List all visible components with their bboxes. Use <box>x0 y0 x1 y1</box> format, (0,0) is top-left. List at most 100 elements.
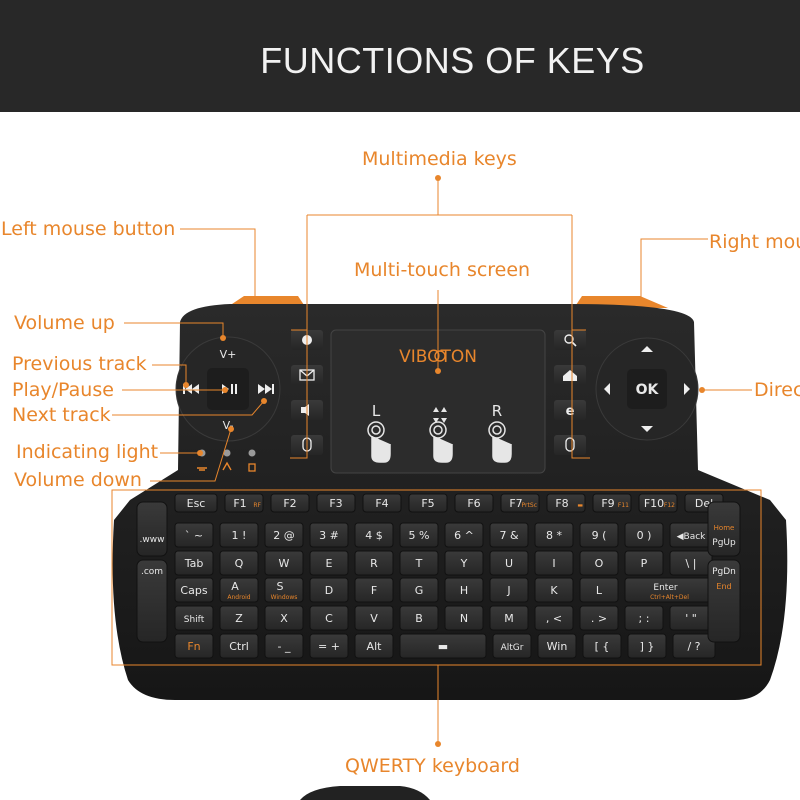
key-r0-k3[interactable] <box>316 493 356 513</box>
key-r5-k3[interactable] <box>309 633 349 659</box>
key-r2-k9[interactable] <box>579 550 619 576</box>
key-r5-k10[interactable] <box>672 633 716 659</box>
key-r1-k9[interactable] <box>579 522 619 548</box>
key-r3-k5[interactable] <box>399 577 439 603</box>
volume-down-key-label[interactable]: V- <box>223 419 234 432</box>
key-r3-k8[interactable] <box>534 577 574 603</box>
key-r1-k4[interactable] <box>354 522 394 548</box>
key-r1-k6[interactable] <box>444 522 484 548</box>
key-label-r1-k6: 6 ^ <box>454 529 474 542</box>
key-r4-k5[interactable] <box>399 605 439 631</box>
touch-left-label: L <box>372 402 381 420</box>
key-r5-k2[interactable] <box>264 633 304 659</box>
key-r4-k4[interactable] <box>354 605 394 631</box>
key-label-r1-k2: 2 @ <box>273 529 295 542</box>
key-r2-k7[interactable] <box>489 550 529 576</box>
key-r1-k3[interactable] <box>309 522 349 548</box>
key-r0-k9[interactable] <box>592 493 632 513</box>
key-r4-k1[interactable] <box>219 605 259 631</box>
key-r0-k1[interactable] <box>224 493 264 513</box>
key-label-r3-k5: G <box>415 584 424 597</box>
key-r1-k10[interactable] <box>624 522 664 548</box>
next-track-line <box>112 400 265 416</box>
key-r4-k9[interactable] <box>579 605 619 631</box>
key-r2-k5[interactable] <box>399 550 439 576</box>
key-r2-k1[interactable] <box>219 550 259 576</box>
indicating-light-label: Indicating light <box>16 441 159 463</box>
media-key-browser[interactable] <box>554 400 586 420</box>
page-title: FUNCTIONS OF KEYS <box>260 40 645 81</box>
key-r4-k0[interactable] <box>174 605 214 631</box>
side-key-home-label: Home <box>714 524 735 532</box>
side-key-www[interactable] <box>136 501 168 557</box>
key-r0-k6[interactable] <box>454 493 494 513</box>
key-r2-k0[interactable] <box>174 550 214 576</box>
key-r1-k0[interactable] <box>174 522 214 548</box>
side-key-pgup[interactable] <box>707 501 741 557</box>
right-media-keys: e <box>554 330 586 455</box>
previous-track-line <box>152 364 187 385</box>
key-r3-k4[interactable] <box>354 577 394 603</box>
key-r1-k7[interactable] <box>489 522 529 548</box>
key-r3-k7[interactable] <box>489 577 529 603</box>
key-r0-k8[interactable] <box>546 493 586 513</box>
side-key-pgdn[interactable] <box>707 559 741 643</box>
media-key-search[interactable] <box>554 330 586 350</box>
key-r3-k0[interactable] <box>174 577 214 603</box>
key-r0-k0[interactable] <box>174 493 218 513</box>
key-r5-k6[interactable] <box>492 633 532 659</box>
key-r2-k4[interactable] <box>354 550 394 576</box>
key-r3-k3[interactable] <box>309 577 349 603</box>
key-r2-k10[interactable] <box>624 550 664 576</box>
qwerty-highlight-box <box>111 489 762 666</box>
key-r2-k8[interactable] <box>534 550 574 576</box>
key-r4-k3[interactable] <box>309 605 349 631</box>
key-r5-k4[interactable] <box>354 633 394 659</box>
key-r4-k6[interactable] <box>444 605 484 631</box>
key-label-r2-k8: I <box>552 557 555 570</box>
key-r5-k9[interactable] <box>627 633 667 659</box>
key-label-r5-k5: ▬ <box>438 640 448 653</box>
key-r3-k2[interactable] <box>264 577 304 603</box>
ok-key[interactable] <box>627 369 667 409</box>
up-arrow-icon[interactable] <box>641 346 653 352</box>
key-label-r4-k6: N <box>460 612 468 625</box>
key-label-r5-k3: = + <box>318 640 340 653</box>
key-label-r4-k8: , < <box>546 612 562 625</box>
key-r4-k10[interactable] <box>624 605 664 631</box>
volume-up-key-label[interactable]: V+ <box>220 348 237 361</box>
key-r4-k2[interactable] <box>264 605 304 631</box>
key-r0-k7[interactable] <box>500 493 540 513</box>
key-r5-k7[interactable] <box>537 633 577 659</box>
key-r3-k1[interactable] <box>219 577 259 603</box>
key-r4-k7[interactable] <box>489 605 529 631</box>
side-key-com[interactable] <box>136 559 168 643</box>
key-label-r2-k5: T <box>415 557 423 570</box>
previous-track-icon[interactable] <box>183 384 199 394</box>
key-label-r3-k10: Enter <box>653 583 677 593</box>
key-r1-k8[interactable] <box>534 522 574 548</box>
key-r4-k8[interactable] <box>534 605 574 631</box>
key-r5-k8[interactable] <box>582 633 622 659</box>
key-r2-k6[interactable] <box>444 550 484 576</box>
key-r2-k2[interactable] <box>264 550 304 576</box>
key-r2-k3[interactable] <box>309 550 349 576</box>
media-key-mouse[interactable] <box>554 435 586 455</box>
key-r3-k9[interactable] <box>579 577 619 603</box>
key-r0-k4[interactable] <box>362 493 402 513</box>
key-r1-k2[interactable] <box>264 522 304 548</box>
down-arrow-icon[interactable] <box>641 426 653 432</box>
key-r0-k5[interactable] <box>408 493 448 513</box>
left-arrow-icon[interactable] <box>604 383 610 395</box>
key-r1-k1[interactable] <box>219 522 259 548</box>
key-r1-k5[interactable] <box>399 522 439 548</box>
key-r0-k10[interactable] <box>638 493 678 513</box>
key-r5-k5[interactable] <box>399 633 487 659</box>
next-track-icon[interactable] <box>258 384 274 394</box>
header-bar: FUNCTIONS OF KEYS <box>0 0 800 112</box>
right-arrow-icon[interactable] <box>684 383 690 395</box>
key-r5-k0[interactable] <box>174 633 214 659</box>
key-r3-k6[interactable] <box>444 577 484 603</box>
key-r0-k2[interactable] <box>270 493 310 513</box>
key-r5-k1[interactable] <box>219 633 259 659</box>
